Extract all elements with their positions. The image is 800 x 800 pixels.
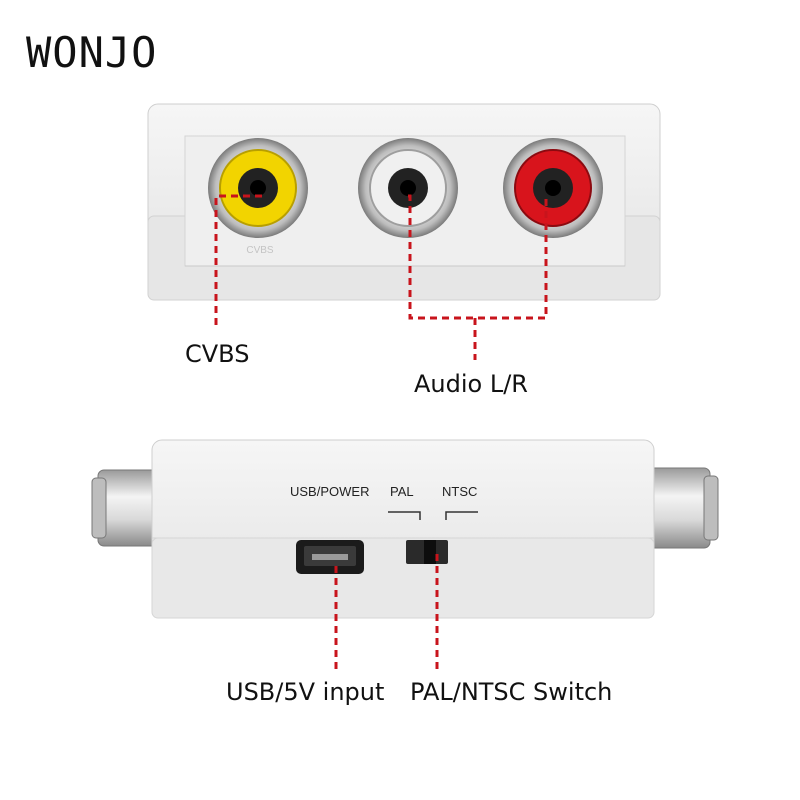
rca-barrel-icon bbox=[91, 469, 161, 547]
audio-leader bbox=[408, 194, 548, 320]
callout-audio: Audio L/R bbox=[414, 370, 528, 398]
bottom-device-view bbox=[91, 439, 719, 619]
rca-yellow-jack-icon bbox=[208, 138, 308, 238]
bottom-leader-lines bbox=[334, 554, 439, 670]
brand-logo: WONJO bbox=[26, 28, 158, 77]
top-leader-lines bbox=[214, 194, 548, 360]
rca-red-jack-icon bbox=[503, 138, 603, 238]
mini-usb-port-icon bbox=[296, 540, 364, 574]
top-device-view: CVBS bbox=[147, 103, 661, 301]
slide-switch-icon bbox=[406, 540, 448, 564]
callout-pal-ntsc-switch: PAL/NTSC Switch bbox=[410, 678, 613, 706]
callout-cvbs: CVBS bbox=[185, 340, 250, 368]
pal-print: PAL bbox=[390, 484, 414, 499]
rca-white-jack-icon bbox=[358, 138, 458, 238]
rca-barrel-icon bbox=[647, 467, 719, 549]
usb-power-print: USB/POWER bbox=[290, 484, 370, 499]
callout-usb-input: USB/5V input bbox=[226, 678, 385, 706]
ntsc-print: NTSC bbox=[442, 484, 478, 499]
cvbs-leader bbox=[214, 194, 262, 325]
jack-cvbs-print: CVBS bbox=[246, 245, 274, 256]
